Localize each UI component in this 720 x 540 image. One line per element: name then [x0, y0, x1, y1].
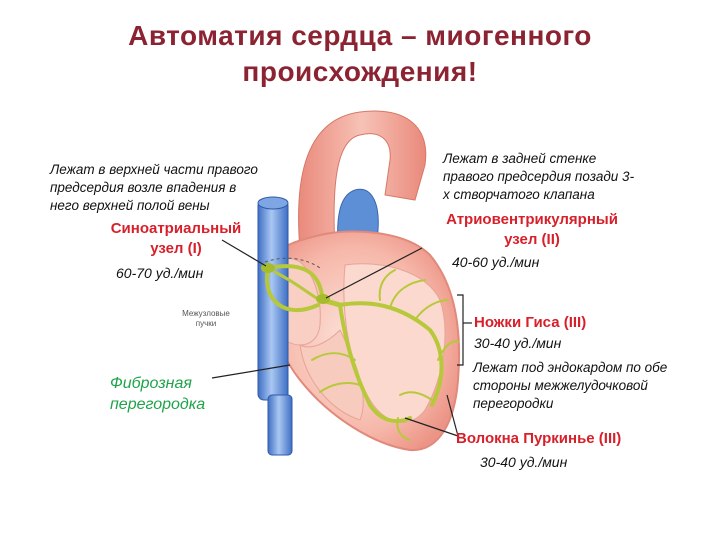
purkinje-pointer-2 [446, 394, 459, 437]
purkinje-fiber-6 [311, 352, 356, 361]
internodal-bundles-label: Межузловые пучки [182, 309, 230, 328]
av-node-mark [316, 294, 330, 304]
his-bracket [457, 294, 464, 366]
internodal-bundle-1 [266, 264, 324, 297]
av-node-label: Атриовентрикулярный узел (II) [446, 211, 618, 248]
purkinje-pointer-1 [404, 417, 459, 437]
sa-location-note: Лежат в верхней части правого предсердия… [50, 162, 258, 213]
purkinje-fiber-3 [437, 340, 459, 361]
inferior-vena-cava [267, 394, 293, 456]
av-location-note: Лежат в задней стенке правого предсердия… [443, 151, 635, 202]
purkinje-label: Волокна Пуркинье (III) [456, 430, 622, 447]
sa-node-label: Синоатриальный узел (I) [110, 220, 242, 257]
left-bundle-branch [338, 301, 444, 407]
purkinje-fiber-1 [389, 279, 426, 309]
his-rate: 30-40 уд./мин [474, 335, 562, 351]
title-line-2: происхождения! [242, 56, 478, 87]
aortic-arch [298, 110, 427, 251]
purkinje-fiber-8 [378, 269, 396, 301]
septum-pointer [211, 364, 291, 379]
page-title: Автоматия сердца – миогенного происхожде… [0, 18, 720, 90]
sa-pointer [221, 239, 267, 267]
purkinje-fiber-7 [396, 417, 411, 441]
pointer-lines [211, 239, 472, 437]
his-location-note: Лежат под эндокардом по обе стороны межж… [473, 360, 668, 411]
av-rate: 40-60 уд./мин [452, 254, 540, 270]
fibrous-septum-label: Фиброзная перегородка [110, 375, 206, 413]
right-bundle-branch [338, 303, 412, 424]
purkinje-fiber-2 [414, 299, 449, 321]
internodal-bundle-2 [265, 268, 320, 312]
av-pointer [325, 247, 423, 299]
purkinje-rate: 30-40 уд./мин [480, 454, 568, 470]
sa-rate: 60-70 уд./мин [116, 265, 204, 281]
vena-cava-opening [257, 196, 289, 210]
purkinje-fiber-5 [319, 382, 361, 393]
his-legs-label: Ножки Гиса (III) [474, 314, 587, 331]
purkinje-fiber-4 [399, 391, 433, 401]
title-line-1: Автоматия сердца – миогенного [128, 20, 592, 51]
